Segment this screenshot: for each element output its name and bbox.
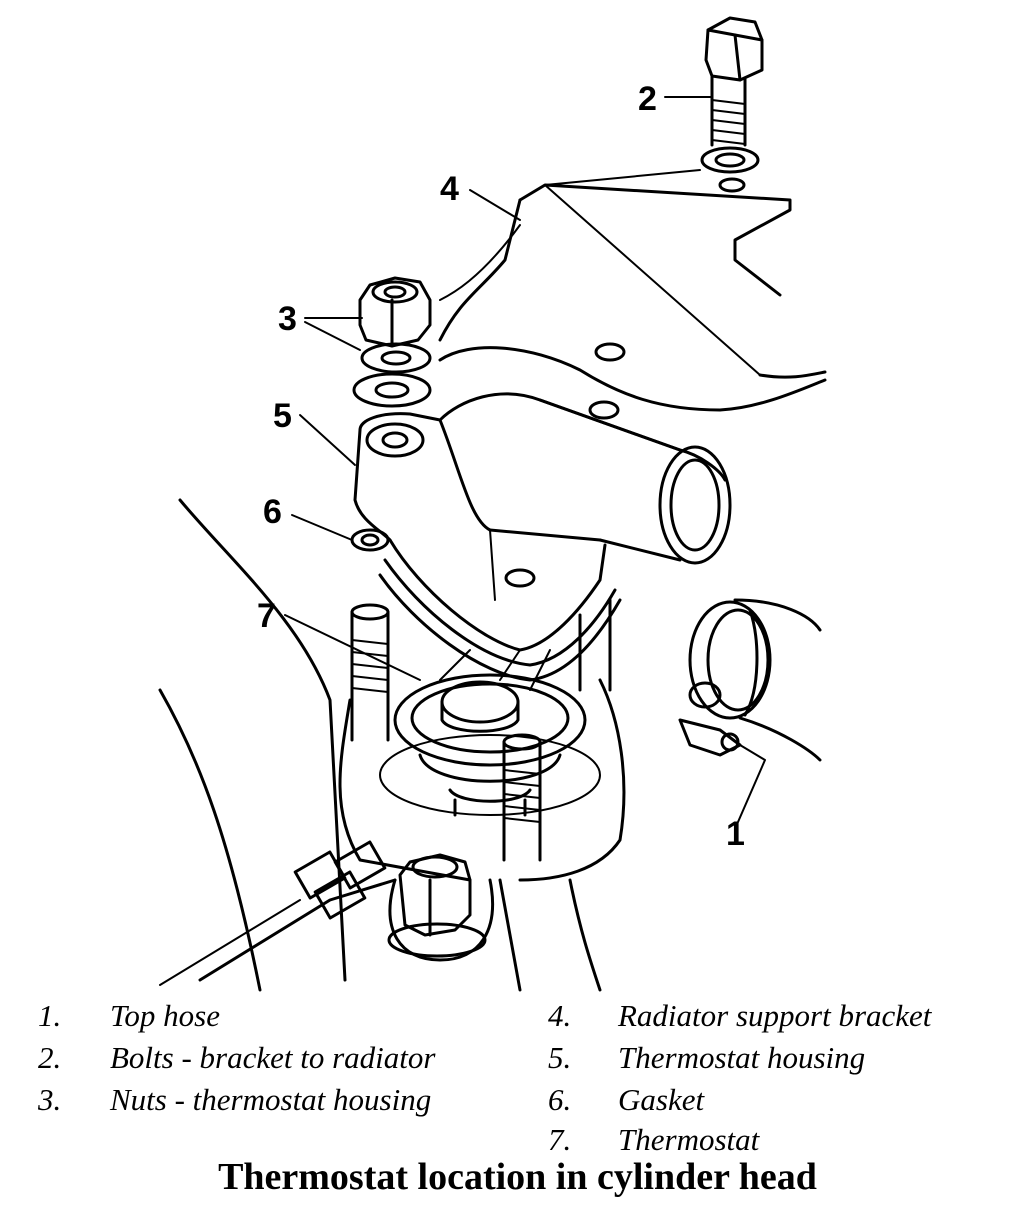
legend-number: 4. bbox=[548, 998, 572, 1033]
callout-2: 2 bbox=[638, 80, 657, 118]
legend-item-6: 6. Gasket bbox=[548, 1082, 1028, 1122]
legend-number: 3. bbox=[38, 1082, 62, 1117]
legend-text: Gasket bbox=[618, 1082, 705, 1117]
legend-item-2: 2. Bolts - bracket to radiator bbox=[38, 1040, 518, 1080]
callout-6: 6 bbox=[263, 493, 282, 531]
cylinder-head bbox=[158, 498, 626, 992]
figure-caption: Thermostat location in cylinder head bbox=[218, 1156, 817, 1198]
thermostat-exploded-diagram: 2 4 3 5 6 7 1 bbox=[158, 16, 827, 992]
callout-7: 7 bbox=[257, 597, 276, 635]
top-hose bbox=[678, 598, 822, 762]
housing-nut bbox=[352, 276, 432, 408]
stud-back bbox=[578, 598, 612, 692]
legend-item-4: 4. Radiator support bracket bbox=[548, 998, 1028, 1038]
legend-number: 5. bbox=[548, 1040, 572, 1075]
stud-left bbox=[350, 603, 390, 742]
thermostat bbox=[379, 649, 601, 817]
callout-5: 5 bbox=[273, 397, 292, 435]
legend-text: Top hose bbox=[110, 998, 220, 1033]
legend-item-7: 7. Thermostat bbox=[548, 1122, 1028, 1162]
callout-3: 3 bbox=[278, 300, 297, 338]
callout-1: 1 bbox=[726, 815, 745, 853]
legend-item-5: 5. Thermostat housing bbox=[548, 1040, 1028, 1080]
bracket-bolt bbox=[700, 16, 764, 193]
legend-number: 7. bbox=[548, 1122, 572, 1157]
legend-number: 1. bbox=[38, 998, 62, 1033]
legend-text: Radiator support bracket bbox=[618, 998, 932, 1033]
legend-text: Nuts - thermostat housing bbox=[110, 1082, 432, 1117]
legend-item-3: 3. Nuts - thermostat housing bbox=[38, 1082, 518, 1122]
legend-text: Thermostat housing bbox=[618, 1040, 866, 1075]
legend-text: Thermostat bbox=[618, 1122, 760, 1157]
legend-text: Bolts - bracket to radiator bbox=[110, 1040, 436, 1075]
legend-number: 2. bbox=[38, 1040, 62, 1075]
callout-4: 4 bbox=[440, 170, 459, 208]
legend-item-1: 1. Top hose bbox=[38, 998, 518, 1038]
thermostat-housing bbox=[350, 392, 732, 682]
leader-lines bbox=[284, 96, 766, 823]
legend-number: 6. bbox=[548, 1082, 572, 1117]
radiator-support-bracket bbox=[438, 183, 827, 420]
head-nut bbox=[387, 853, 487, 958]
